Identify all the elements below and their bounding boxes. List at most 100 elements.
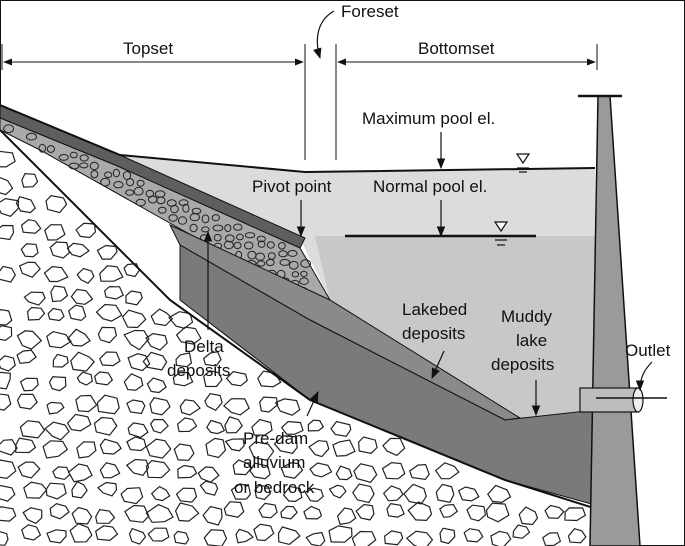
bedrock-rock bbox=[382, 485, 404, 502]
bedrock-rock bbox=[126, 399, 146, 415]
bedrock-rock bbox=[123, 329, 150, 351]
original-bed-line bbox=[0, 129, 601, 511]
delta-cobble bbox=[46, 145, 56, 153]
label-delta-line1: Delta bbox=[184, 337, 224, 356]
bedrock-rock bbox=[0, 176, 14, 196]
bedrock-rock bbox=[126, 436, 147, 452]
bedrock-rock bbox=[142, 351, 168, 371]
bedrock-rock bbox=[145, 459, 171, 479]
bedrock-rock bbox=[0, 506, 17, 522]
delta-cobble bbox=[233, 241, 242, 250]
bedrock-rock bbox=[0, 355, 16, 372]
bedrock-rock bbox=[99, 438, 122, 455]
bedrock-rock bbox=[16, 349, 37, 365]
bedrock-rock bbox=[123, 373, 144, 391]
bedrock-rock bbox=[127, 353, 151, 372]
bedrock-rock bbox=[258, 502, 278, 519]
label-muddy-line1: Muddy bbox=[501, 307, 553, 326]
bedrock-rock bbox=[202, 505, 223, 526]
bedrock-rock bbox=[352, 483, 375, 504]
dimension-lines bbox=[1, 44, 598, 160]
bedrock-rock bbox=[150, 308, 174, 327]
delta-cobble bbox=[287, 249, 298, 257]
bedrock-rock bbox=[518, 506, 539, 526]
bedrock-rock bbox=[0, 438, 18, 456]
bedrock-rock bbox=[277, 526, 301, 546]
delta-cobble bbox=[244, 241, 254, 250]
bedrock-rock bbox=[490, 530, 512, 546]
bedrock-rock bbox=[224, 438, 245, 452]
bedrock-rock bbox=[44, 224, 66, 241]
label-bottomset: Bottomset bbox=[418, 39, 495, 58]
bedrock-rock bbox=[95, 508, 116, 524]
bedrock-rock bbox=[146, 377, 167, 394]
bedrock-rock bbox=[67, 328, 91, 347]
bedrock-rock bbox=[71, 480, 88, 499]
bedrock-rock bbox=[47, 307, 65, 322]
bedrock-rock bbox=[173, 443, 195, 461]
bedrock-rock bbox=[93, 416, 118, 436]
delta-cobble bbox=[89, 161, 99, 171]
bedrock-rock bbox=[485, 502, 510, 523]
water-level-icon-max bbox=[515, 153, 531, 173]
bedrock-rock bbox=[44, 421, 70, 441]
delta-cobble bbox=[278, 242, 286, 250]
bedrock-rock bbox=[120, 487, 144, 505]
bedrock-rock bbox=[19, 377, 39, 392]
bedrock-rock bbox=[95, 525, 119, 542]
bedrock-rock bbox=[408, 463, 430, 481]
bedrock-rock bbox=[435, 483, 455, 503]
bedrock-rock bbox=[487, 484, 512, 504]
delta-cobble bbox=[125, 189, 135, 196]
delta-cobble bbox=[291, 271, 300, 278]
bedrock-rock bbox=[45, 195, 68, 214]
bedrock-rock bbox=[94, 371, 114, 386]
bedrock-rock bbox=[127, 422, 149, 439]
bedrock-rock bbox=[99, 351, 121, 367]
bedrock-rock bbox=[76, 371, 93, 386]
delta-cobble bbox=[68, 162, 80, 170]
bedrock-rock bbox=[353, 463, 378, 483]
bedrock-rock bbox=[0, 150, 16, 168]
delta-cobble bbox=[113, 181, 124, 189]
leader-arrows bbox=[203, 10, 653, 417]
bedrock-rock bbox=[71, 506, 93, 525]
delta-cobble bbox=[104, 171, 113, 179]
bedrock-rock bbox=[332, 439, 356, 457]
delta-cobble bbox=[112, 168, 121, 178]
bedrock-rock bbox=[19, 420, 46, 439]
bedrock-rock bbox=[0, 324, 13, 342]
bedrock-rock bbox=[48, 376, 67, 392]
bedrock-rock bbox=[43, 265, 69, 283]
bedrock-rock bbox=[330, 420, 352, 437]
bedrock-rock bbox=[204, 393, 223, 412]
label-delta-line2: deposits bbox=[167, 361, 230, 380]
delta-cobble bbox=[3, 124, 15, 134]
bedrock-rock bbox=[259, 396, 279, 413]
bedrock-rock bbox=[280, 505, 298, 520]
bedrock-rock bbox=[205, 437, 227, 459]
bedrock-rock bbox=[463, 528, 484, 543]
bedrock-rock bbox=[199, 480, 219, 496]
bedrock-rock bbox=[304, 487, 324, 503]
bedrock-rock bbox=[223, 501, 245, 518]
bedrock-rock bbox=[308, 440, 330, 458]
bedrock-rock bbox=[282, 485, 303, 503]
bedrock-rock bbox=[176, 417, 198, 433]
bedrock-rock bbox=[46, 330, 72, 349]
bedrock-rock bbox=[104, 285, 125, 300]
delta-cobble bbox=[182, 203, 190, 213]
bedrock-rock bbox=[274, 398, 301, 416]
bedrock-rock bbox=[16, 393, 38, 410]
delta-cobble bbox=[236, 233, 244, 241]
bedrock-rock bbox=[70, 351, 96, 372]
delta-cobble bbox=[158, 206, 167, 214]
delta-cobble bbox=[265, 258, 275, 267]
bedrock-rock bbox=[0, 371, 11, 390]
delta-cobble bbox=[255, 252, 266, 261]
bedrock-rock bbox=[0, 224, 15, 241]
delta-cobble bbox=[233, 223, 243, 231]
water-level-icon-normal bbox=[493, 221, 509, 246]
bedrock-rock bbox=[355, 503, 375, 521]
delta-cobble bbox=[201, 214, 210, 224]
